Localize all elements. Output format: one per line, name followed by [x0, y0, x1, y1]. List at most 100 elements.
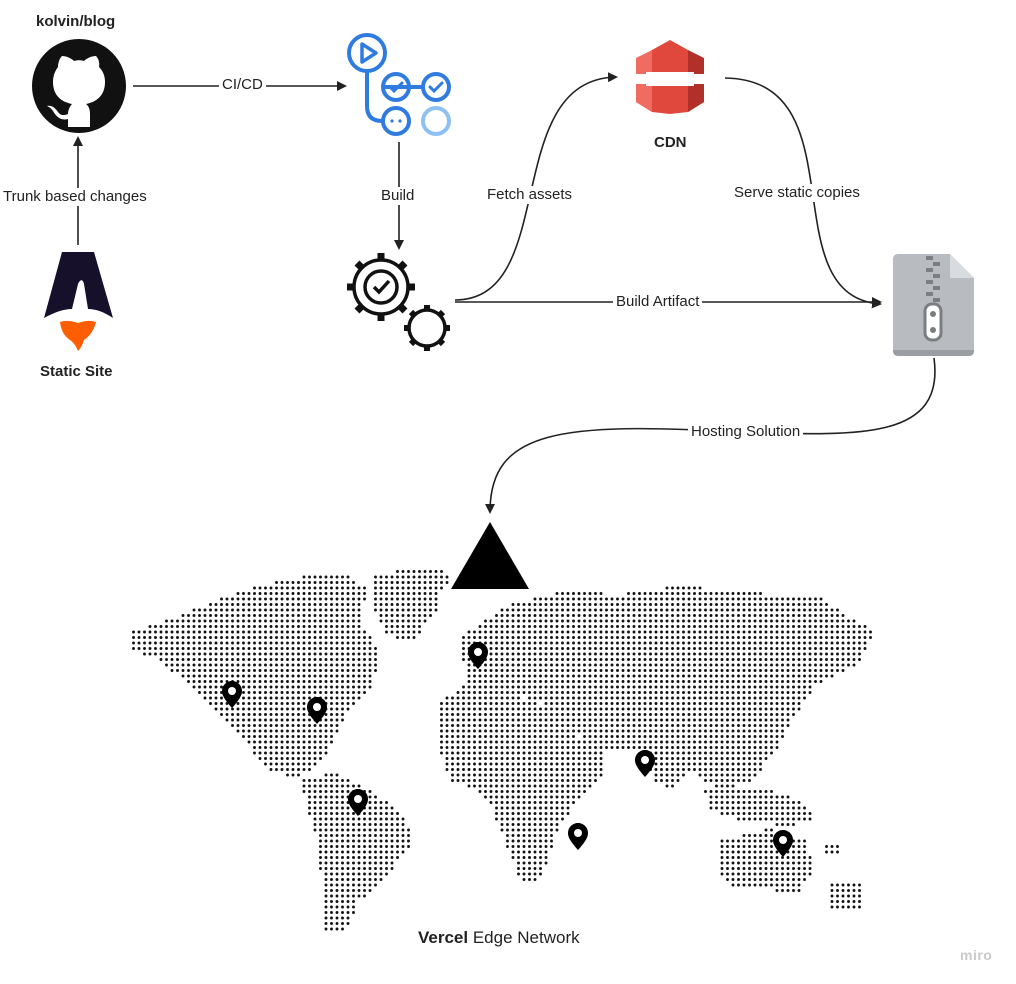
- map-dot: [770, 674, 773, 678]
- map-dot: [665, 702, 669, 705]
- map-dot: [775, 856, 779, 859]
- map-dot: [687, 713, 691, 716]
- map-dot: [660, 614, 663, 617]
- map-dot: [742, 696, 746, 700]
- map-dot: [335, 685, 339, 689]
- map-dot: [506, 784, 509, 788]
- map-dot: [753, 685, 757, 689]
- map-dot: [275, 696, 278, 700]
- map-dot: [330, 669, 333, 672]
- map-dot: [792, 641, 795, 645]
- map-dot: [236, 674, 240, 678]
- map-dot: [775, 597, 779, 601]
- map-dot: [709, 768, 713, 771]
- map-dot: [286, 735, 289, 738]
- map-dot: [539, 707, 542, 711]
- map-dot: [489, 790, 493, 793]
- map-dot: [313, 614, 317, 617]
- map-dot: [550, 812, 553, 815]
- map-dot: [654, 762, 658, 766]
- map-dot: [533, 630, 537, 634]
- map-dot: [478, 757, 482, 760]
- map-dot: [495, 636, 498, 639]
- map-dot: [841, 625, 845, 628]
- map-dot: [511, 702, 515, 705]
- map-dot: [302, 581, 306, 584]
- map-dot: [577, 685, 581, 689]
- map-dot: [671, 680, 674, 683]
- map-dot: [511, 850, 515, 854]
- map-dot: [759, 861, 762, 865]
- map-dot: [555, 608, 559, 612]
- map-dot: [451, 724, 454, 727]
- map-dot: [764, 691, 768, 694]
- map-dot: [528, 878, 531, 881]
- map-dot: [533, 812, 537, 815]
- map-dot: [759, 856, 762, 859]
- map-dot: [616, 713, 619, 716]
- map-dot: [308, 768, 311, 771]
- map-dot: [693, 707, 696, 711]
- map-dot: [643, 614, 647, 617]
- map-dot: [308, 735, 311, 738]
- map-dot: [759, 652, 762, 656]
- map-dot: [836, 630, 839, 634]
- map-dot: [555, 718, 559, 722]
- map-dot: [374, 586, 377, 590]
- map-dot: [341, 801, 344, 804]
- map-dot: [357, 861, 361, 865]
- map-dot: [341, 905, 344, 909]
- map-dot: [660, 696, 663, 700]
- map-dot: [616, 669, 619, 672]
- map-dot: [737, 801, 740, 804]
- map-dot: [753, 801, 757, 804]
- map-dot: [335, 707, 339, 711]
- map-dot: [764, 795, 768, 799]
- map-dot: [627, 702, 630, 705]
- map-dot: [753, 751, 757, 755]
- map-dot: [748, 751, 751, 755]
- map-dot: [280, 586, 284, 590]
- map-dot: [506, 647, 509, 650]
- map-dot: [792, 713, 795, 716]
- map-dot: [280, 707, 284, 711]
- map-dot: [660, 685, 663, 689]
- map-dot: [236, 592, 240, 595]
- map-dot: [830, 608, 834, 612]
- map-dot: [588, 669, 592, 672]
- map-dot: [291, 663, 295, 667]
- map-dot: [517, 757, 520, 760]
- map-dot: [539, 839, 542, 843]
- map-dot: [594, 746, 597, 749]
- map-dot: [808, 625, 812, 628]
- map-dot: [693, 669, 696, 672]
- map-dot: [781, 735, 784, 738]
- map-dot: [341, 850, 344, 854]
- map-dot: [280, 757, 284, 760]
- map-dot: [577, 674, 581, 678]
- map-dot: [324, 801, 328, 804]
- map-dot: [539, 696, 542, 700]
- map-dot: [247, 735, 251, 738]
- map-dot: [423, 575, 427, 579]
- map-dot: [643, 735, 647, 738]
- map-dot: [231, 603, 234, 606]
- map-dot: [770, 707, 773, 711]
- map-dot: [379, 872, 383, 876]
- map-dot: [803, 663, 806, 667]
- map-dot: [335, 729, 339, 733]
- map-dot: [682, 636, 685, 639]
- map-dot: [621, 619, 625, 623]
- map-dot: [863, 625, 867, 628]
- map-dot: [429, 575, 432, 579]
- map-dot: [786, 647, 790, 650]
- map-dot: [775, 806, 779, 810]
- map-dot: [720, 729, 724, 733]
- map-dot: [847, 883, 850, 887]
- map-dot: [346, 784, 350, 788]
- map-dot: [330, 581, 333, 584]
- map-dot: [462, 641, 465, 645]
- map-dot: [500, 707, 504, 711]
- map-dot: [445, 735, 449, 738]
- map-dot: [764, 707, 768, 711]
